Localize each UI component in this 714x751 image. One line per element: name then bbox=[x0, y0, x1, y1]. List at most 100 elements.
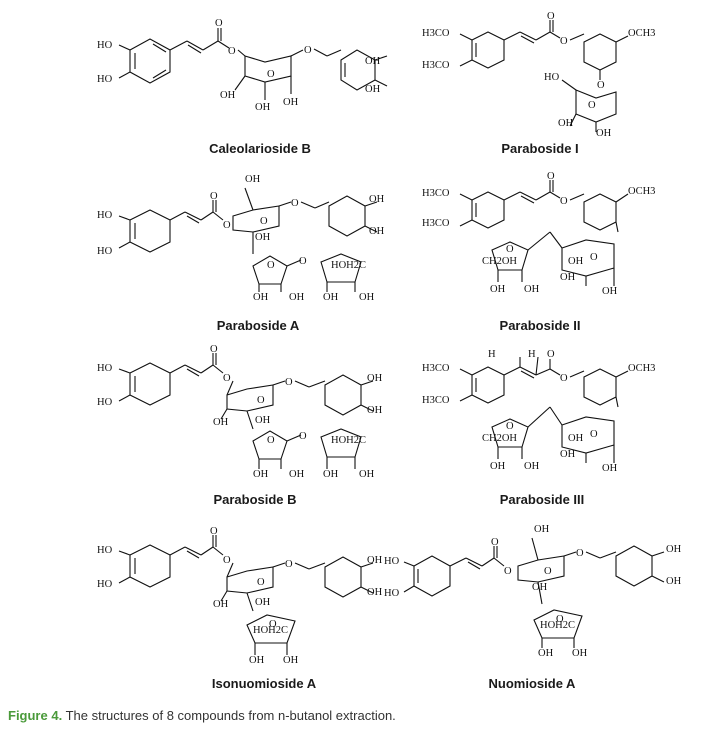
compound-name-paraboside-iii: Paraboside III bbox=[499, 492, 585, 507]
oh-label: OH bbox=[532, 582, 548, 593]
svg-text:O: O bbox=[560, 36, 568, 47]
methoxy-label: H3CO bbox=[422, 60, 450, 71]
ho-label: HO bbox=[97, 363, 113, 374]
svg-text:O: O bbox=[560, 373, 568, 384]
compound-name-caleolarioside-b: Caleolarioside B bbox=[209, 141, 311, 156]
oh-label: OH bbox=[534, 524, 550, 535]
oh-label: OH bbox=[369, 194, 385, 205]
compound-name-isonuomioside-a: Isonuomioside A bbox=[211, 676, 317, 691]
oh-label: OH bbox=[255, 415, 271, 426]
oh-label: OH bbox=[524, 461, 540, 472]
oh-label: OH bbox=[213, 417, 229, 428]
svg-text:O: O bbox=[223, 555, 231, 566]
figure-caption: Figure 4. The structures of 8 compounds … bbox=[8, 708, 396, 723]
ho-label: HO bbox=[97, 397, 113, 408]
compound-name-nuomioside-a: Nuomioside A bbox=[488, 676, 576, 691]
svg-text:O: O bbox=[215, 18, 223, 29]
svg-text:O: O bbox=[285, 377, 293, 388]
oh-label: OH bbox=[369, 226, 385, 237]
oh-label: OH bbox=[253, 469, 269, 480]
hoh2c-label: HOH2C bbox=[331, 260, 367, 271]
svg-text:O: O bbox=[560, 196, 568, 207]
oh-label: OH bbox=[283, 655, 299, 666]
h-label: H bbox=[488, 349, 496, 360]
oh-label: OH bbox=[365, 56, 381, 67]
svg-text:O: O bbox=[590, 429, 598, 440]
figure-label: Figure 4. bbox=[8, 708, 63, 723]
oh-label: OH bbox=[602, 286, 618, 297]
methoxy-label: H3CO bbox=[422, 395, 450, 406]
oh-label: OH bbox=[367, 555, 383, 566]
oh-label: OH bbox=[524, 284, 540, 295]
ho-label: HO bbox=[384, 556, 400, 567]
oh-label: OH bbox=[255, 232, 271, 243]
svg-text:OH: OH bbox=[220, 90, 236, 101]
svg-text:O: O bbox=[588, 100, 596, 111]
oh-label: OH bbox=[666, 544, 682, 555]
svg-text:O: O bbox=[556, 614, 564, 625]
svg-text:O: O bbox=[223, 373, 231, 384]
oh-label: OH bbox=[289, 469, 305, 480]
oh-label: OH bbox=[560, 449, 576, 460]
svg-text:O: O bbox=[506, 244, 514, 255]
hoh2c-label: HOH2C bbox=[253, 625, 289, 636]
svg-text:O: O bbox=[223, 220, 231, 231]
hoh2c-label: HOH2C bbox=[540, 620, 576, 631]
oh-label: OH bbox=[367, 405, 383, 416]
svg-text:O: O bbox=[267, 260, 275, 271]
oh-label: OH bbox=[249, 655, 265, 666]
oh-label: OH bbox=[323, 469, 339, 480]
svg-text:O: O bbox=[597, 80, 605, 91]
oh-label: OH bbox=[359, 292, 375, 303]
oh-label: OH bbox=[323, 292, 339, 303]
svg-text:O: O bbox=[210, 344, 218, 355]
structure-paraboside-i: O O O O H3CO H3CO OCH3 HO OH OH bbox=[420, 10, 690, 139]
oh-label: OH bbox=[596, 128, 612, 139]
methoxy-label: H3CO bbox=[422, 28, 450, 39]
oh-label: OH bbox=[558, 118, 574, 129]
svg-text:OH: OH bbox=[255, 102, 271, 113]
oh-label: OH bbox=[245, 174, 261, 185]
methoxy-label: H3CO bbox=[422, 218, 450, 229]
compound-name-paraboside-a: Paraboside A bbox=[216, 318, 300, 333]
methoxy-label: H3CO bbox=[422, 188, 450, 199]
oh-label: OH bbox=[666, 576, 682, 587]
compound-name-paraboside-b: Paraboside B bbox=[213, 492, 297, 507]
svg-text:O: O bbox=[491, 537, 499, 548]
svg-text:O: O bbox=[504, 566, 512, 577]
ho-label: HO bbox=[384, 588, 400, 599]
oh-label: OH bbox=[289, 292, 305, 303]
oh-label: OH bbox=[560, 272, 576, 283]
ch2oh-label: CH2OH bbox=[482, 433, 518, 444]
oh-label: OH bbox=[365, 84, 381, 95]
oh-label: OH bbox=[490, 461, 506, 472]
svg-text:O: O bbox=[544, 566, 552, 577]
svg-text:HO: HO bbox=[97, 74, 113, 85]
svg-text:OH: OH bbox=[283, 97, 299, 108]
oh-label: OH bbox=[490, 284, 506, 295]
oh-label: OH bbox=[538, 648, 554, 659]
hoh2c-label: HOH2C bbox=[331, 435, 367, 446]
svg-text:O: O bbox=[547, 171, 555, 182]
oh-label: OH bbox=[367, 373, 383, 384]
ch2oh-label: CH2OH bbox=[482, 256, 518, 267]
methoxy-label: H3CO bbox=[422, 363, 450, 374]
methoxy-label: OCH3 bbox=[628, 363, 656, 374]
svg-text:O: O bbox=[257, 395, 265, 406]
svg-text:O: O bbox=[547, 349, 555, 360]
svg-text:O: O bbox=[299, 256, 307, 267]
oh-label: OH bbox=[568, 433, 584, 444]
structure-paraboside-iii: O O O O H H H3CO H3CO OCH3 CH2OH OH OH O… bbox=[420, 345, 690, 485]
oh-label: OH bbox=[602, 463, 618, 474]
oh-label: OH bbox=[568, 256, 584, 267]
oh-label: OH bbox=[255, 597, 271, 608]
svg-text:HO: HO bbox=[97, 40, 113, 51]
compound-name-paraboside-ii: Paraboside II bbox=[499, 318, 581, 333]
svg-text:O: O bbox=[506, 421, 514, 432]
svg-text:O: O bbox=[299, 431, 307, 442]
ho-label: HO bbox=[97, 545, 113, 556]
